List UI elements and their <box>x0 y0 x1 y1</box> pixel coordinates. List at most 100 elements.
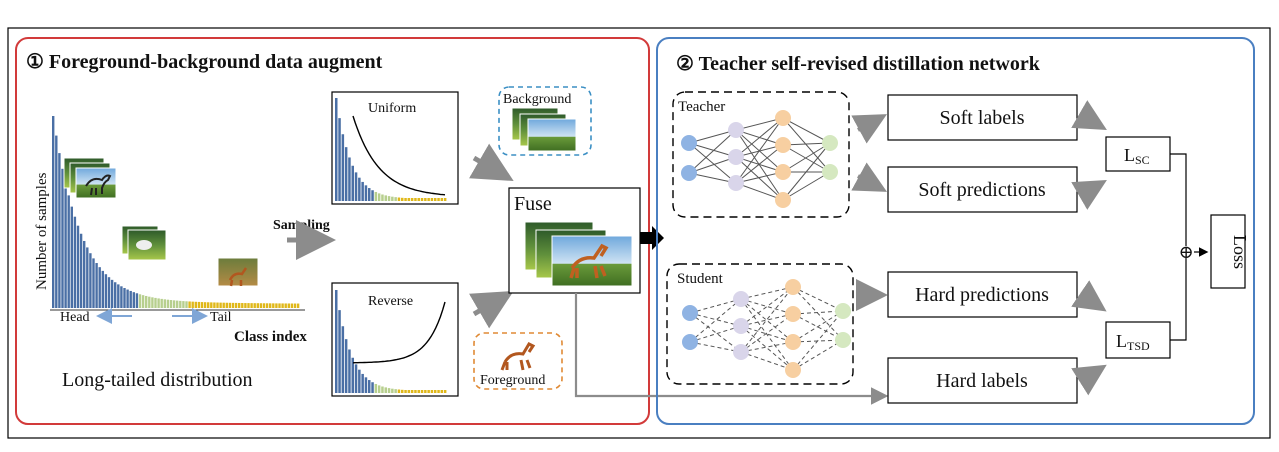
network-node <box>835 332 851 348</box>
background-label: Background <box>503 92 571 107</box>
sampling-bar <box>424 390 427 393</box>
long-tailed-bar <box>188 301 191 308</box>
sampling-bar <box>410 198 414 201</box>
soft-labels-to-lsc-arrow <box>1071 100 1107 131</box>
long-tailed-bar <box>213 302 216 308</box>
network-node <box>822 135 838 151</box>
long-tailed-bar <box>114 282 117 308</box>
hard-predictions-box <box>887 271 1078 318</box>
sampling-bar <box>417 198 420 201</box>
network-edge <box>688 142 737 184</box>
sampling-bar <box>407 390 411 393</box>
fuse-box: Fuse <box>508 187 641 294</box>
long-tailed-bar <box>259 303 263 308</box>
sampling-bar <box>430 198 434 201</box>
long-tailed-bar <box>117 284 120 308</box>
network-edge <box>782 142 831 201</box>
sampling-bar <box>381 386 384 393</box>
network-edge <box>782 144 831 173</box>
sampling-bar <box>420 390 424 393</box>
sampling-bar <box>384 387 387 393</box>
sampling-bar <box>397 197 401 201</box>
network-node <box>775 137 791 153</box>
network-node <box>733 291 749 307</box>
ltsd-box <box>1105 321 1171 359</box>
sampling-bar <box>335 98 338 201</box>
long-tailed-bar <box>148 296 151 308</box>
mid-sample-images <box>121 225 167 261</box>
long-tailed-bar <box>197 301 201 308</box>
sampling-bar <box>443 198 447 201</box>
long-tailed-bar <box>92 258 95 308</box>
sampling-bar <box>417 390 420 393</box>
network-edge <box>689 341 742 353</box>
teacher-network: Teacher <box>672 91 850 218</box>
long-tailed-bar <box>176 300 179 308</box>
long-tailed-bar <box>265 303 269 308</box>
network-edge <box>688 172 737 184</box>
long-tailed-bar <box>296 303 300 308</box>
network-edge <box>740 325 794 371</box>
long-tailed-bar <box>290 303 294 308</box>
long-tailed-bar <box>61 168 64 308</box>
head-sample-images <box>63 157 117 199</box>
long-tailed-bar <box>64 182 67 308</box>
long-tailed-bar <box>95 263 98 308</box>
sampling-bar <box>424 198 427 201</box>
long-tailed-bar <box>169 300 173 308</box>
sampling-bar <box>414 198 417 201</box>
long-tailed-bar <box>241 303 244 308</box>
long-tailed-caption: Long-tailed distribution <box>62 369 253 391</box>
network-edge <box>792 339 844 343</box>
tail-sample-image <box>217 257 259 287</box>
long-tailed-bar <box>253 303 256 308</box>
long-tailed-bar <box>203 302 207 308</box>
sampling-bar <box>377 193 381 201</box>
network-node <box>785 334 801 350</box>
sampling-bar <box>391 196 394 201</box>
network-node <box>728 149 744 165</box>
long-tailed-bar <box>231 302 235 308</box>
sampling-bar <box>341 134 345 201</box>
long-tailed-bar <box>185 301 188 308</box>
sampling-bar <box>387 196 391 201</box>
ltsd-sub: TSD <box>1127 339 1150 353</box>
sampling-bar <box>437 390 440 393</box>
long-tailed-bar <box>238 302 241 308</box>
sampling-bar <box>374 383 378 393</box>
long-tailed-bar <box>275 303 278 308</box>
long-tailed-bar <box>179 300 182 308</box>
network-node <box>785 306 801 322</box>
sampling-bar <box>354 172 358 201</box>
network-edge <box>740 298 794 315</box>
long-tailed-bar <box>58 153 61 308</box>
sampling-bar <box>397 389 401 393</box>
uniform-label: Uniform <box>368 101 416 116</box>
long-tailed-bar <box>256 303 259 308</box>
sampling-bar <box>391 388 394 393</box>
plus-symbol: ⊕ <box>1178 242 1193 262</box>
long-tailed-ylabel: Number of samples <box>34 172 50 290</box>
long-tailed-bar <box>67 195 70 308</box>
long-tailed-bar <box>182 301 185 308</box>
network-node <box>775 164 791 180</box>
network-edge <box>735 171 784 184</box>
long-tailed-bar <box>228 302 232 308</box>
lsc-sub: SC <box>1135 153 1150 167</box>
sampling-bar <box>354 364 358 393</box>
long-tailed-bar <box>132 292 135 308</box>
long-tailed-bar <box>86 247 89 308</box>
network-node <box>681 135 697 151</box>
long-tailed-bar <box>234 302 238 308</box>
sampling-bar <box>364 377 368 393</box>
network-edge <box>740 298 794 343</box>
fuse-to-hard-labels-line <box>574 293 889 405</box>
sampling-bar <box>404 198 407 201</box>
sampling-bar <box>368 188 371 201</box>
sampling-bar <box>443 390 447 393</box>
long-tailed-bar <box>98 267 101 308</box>
long-tailed-bar <box>293 303 297 308</box>
network-edge <box>689 298 742 314</box>
sampling-bar <box>368 380 371 393</box>
